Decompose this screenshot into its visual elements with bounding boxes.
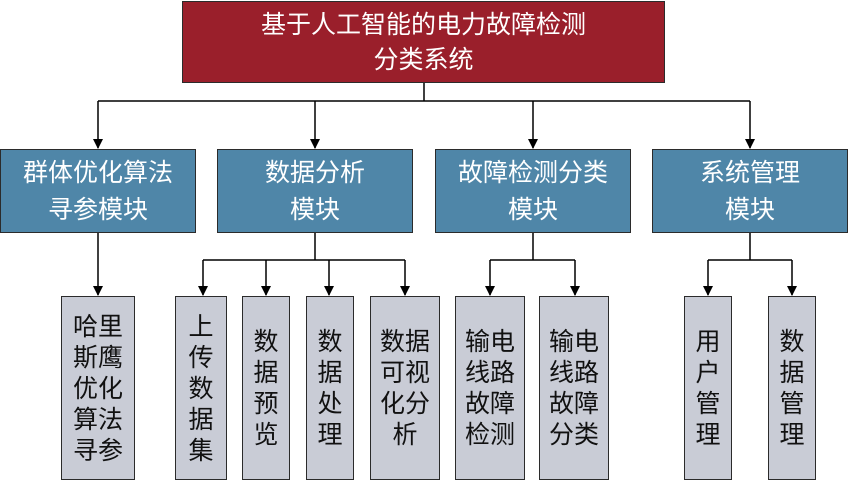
leaf-line-fault-classification: 输电 线路 故障 分类: [539, 296, 609, 480]
leaf-upload-dataset: 上 传 数 据 集: [175, 296, 227, 480]
leaf-data-management: 数 据 管 理: [768, 296, 816, 480]
leaf-label: 数 据 预 览: [253, 327, 279, 449]
leaf-label: 数据 可视 化分 析: [379, 327, 430, 449]
leaf-label: 数 据 管 理: [779, 327, 805, 449]
leaf-label: 上 传 数 据 集: [188, 311, 214, 465]
leaf-label: 用 户 管 理: [695, 327, 721, 449]
module-system-management: 系统管理 模块: [652, 149, 848, 233]
root-node: 基于人工智能的电力故障检测 分类系统: [182, 1, 665, 83]
leaf-data-preview: 数 据 预 览: [242, 296, 290, 480]
leaf-label: 数 据 处 理: [317, 327, 343, 449]
leaf-label: 输电 线路 故障 分类: [548, 327, 599, 449]
leaf-data-processing: 数 据 处 理: [306, 296, 354, 480]
leaf-user-management: 用 户 管 理: [684, 296, 732, 480]
module-data-analysis: 数据分析 模块: [217, 149, 413, 233]
module-label: 数据分析 模块: [264, 158, 365, 224]
module-label: 系统管理 模块: [699, 158, 800, 224]
leaf-line-fault-detection: 输电 线路 故障 检测: [455, 296, 525, 480]
module-swarm-optimization: 群体优化算法 寻参模块: [0, 149, 196, 233]
root-node-label: 基于人工智能的电力故障检测 分类系统: [260, 10, 586, 74]
module-fault-detection-classification: 故障检测分类 模块: [435, 149, 631, 233]
leaf-label: 哈里 斯鹰 优化 算法 寻参: [72, 311, 123, 465]
leaf-hho-param-search: 哈里 斯鹰 优化 算法 寻参: [61, 296, 135, 480]
leaf-data-visualization: 数据 可视 化分 析: [370, 296, 440, 480]
module-label: 群体优化算法 寻参模块: [22, 158, 173, 224]
leaf-label: 输电 线路 故障 检测: [464, 327, 515, 449]
module-label: 故障检测分类 模块: [457, 158, 608, 224]
